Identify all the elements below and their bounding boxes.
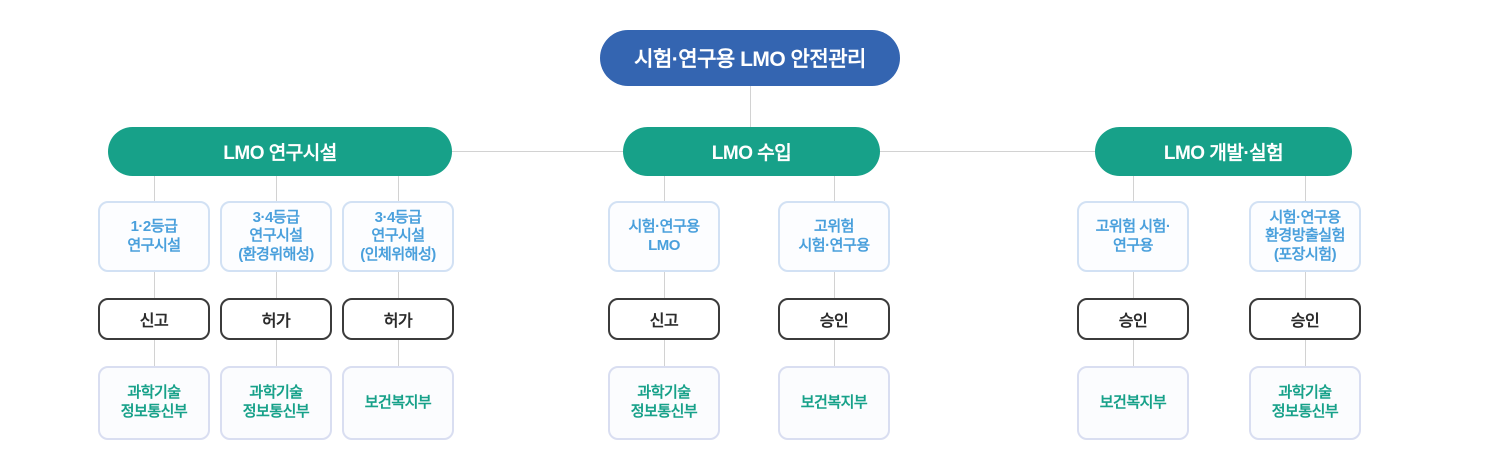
connector-line	[1304, 176, 1306, 201]
connector-line	[663, 340, 665, 366]
root-node: 시험·연구용 LMO 안전관리	[600, 30, 900, 86]
connector-line	[275, 176, 277, 201]
connector-line	[1304, 340, 1306, 366]
category-box: 1·2등급 연구시설	[98, 201, 210, 272]
ministry-box: 보건복지부	[342, 366, 454, 440]
connector-line	[153, 176, 155, 201]
connector-line	[397, 272, 399, 298]
category-box: 고위험 시험·연구용	[778, 201, 890, 272]
flow-column: 고위험 시험· 연구용 승인 보건복지부	[1077, 176, 1189, 440]
flow-column: 3·4등급 연구시설 (인체위해성) 허가 보건복지부	[342, 176, 454, 440]
connector-line	[452, 151, 623, 152]
ministry-box: 보건복지부	[1077, 366, 1189, 440]
flow-column: 시험·연구용 환경방출실험 (포장시험) 승인 과학기술 정보통신부	[1249, 176, 1361, 440]
connector-line	[833, 176, 835, 201]
connector-line	[833, 272, 835, 298]
connector-line	[750, 86, 751, 127]
action-box: 승인	[1077, 298, 1189, 340]
connector-line	[833, 340, 835, 366]
action-box: 승인	[1249, 298, 1361, 340]
ministry-box: 과학기술 정보통신부	[220, 366, 332, 440]
flow-column: 3·4등급 연구시설 (환경위해성) 허가 과학기술 정보통신부	[220, 176, 332, 440]
connector-line	[275, 340, 277, 366]
action-box: 신고	[98, 298, 210, 340]
connector-line	[1304, 272, 1306, 298]
action-box: 허가	[342, 298, 454, 340]
connector-line	[397, 340, 399, 366]
branch-node-import: LMO 수입	[623, 127, 880, 176]
category-box: 고위험 시험· 연구용	[1077, 201, 1189, 272]
category-box: 시험·연구용 LMO	[608, 201, 720, 272]
ministry-box: 과학기술 정보통신부	[98, 366, 210, 440]
branch-node-research-facility: LMO 연구시설	[108, 127, 452, 176]
category-box: 3·4등급 연구시설 (환경위해성)	[220, 201, 332, 272]
category-box: 3·4등급 연구시설 (인체위해성)	[342, 201, 454, 272]
flow-column: 고위험 시험·연구용 승인 보건복지부	[778, 176, 890, 440]
branch-node-development-experiment: LMO 개발·실험	[1095, 127, 1352, 176]
connector-line	[397, 176, 399, 201]
ministry-box: 과학기술 정보통신부	[1249, 366, 1361, 440]
action-box: 신고	[608, 298, 720, 340]
ministry-box: 과학기술 정보통신부	[608, 366, 720, 440]
flow-column: 시험·연구용 LMO 신고 과학기술 정보통신부	[608, 176, 720, 440]
connector-line	[1132, 340, 1134, 366]
connector-line	[1132, 272, 1134, 298]
action-box: 허가	[220, 298, 332, 340]
connector-line	[1132, 176, 1134, 201]
connector-line	[663, 272, 665, 298]
connector-line	[275, 272, 277, 298]
action-box: 승인	[778, 298, 890, 340]
category-box: 시험·연구용 환경방출실험 (포장시험)	[1249, 201, 1361, 272]
connector-line	[153, 272, 155, 298]
ministry-box: 보건복지부	[778, 366, 890, 440]
flow-column: 1·2등급 연구시설 신고 과학기술 정보통신부	[98, 176, 210, 440]
connector-line	[663, 176, 665, 201]
connector-line	[880, 151, 1095, 152]
connector-line	[153, 340, 155, 366]
